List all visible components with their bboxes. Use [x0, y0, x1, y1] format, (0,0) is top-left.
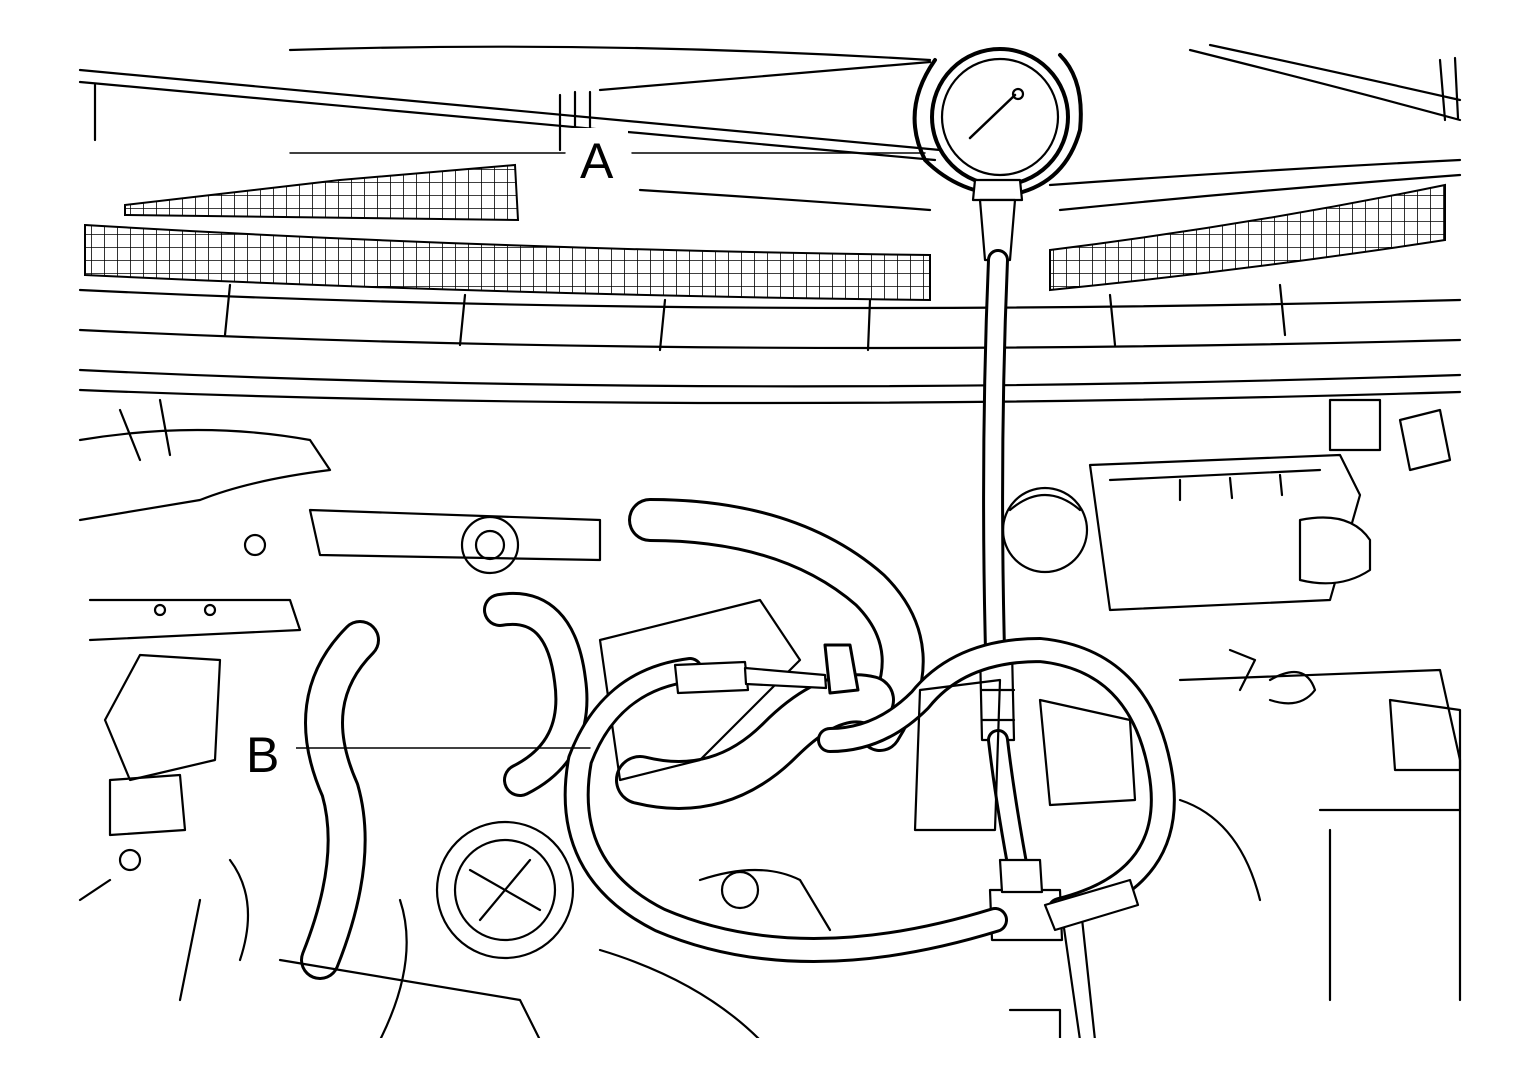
cowl-panel — [78, 43, 1462, 212]
callout-b-label: B — [246, 727, 279, 783]
engine-components — [78, 398, 1462, 1038]
cross-member — [78, 283, 1462, 405]
pressure-gauge — [563, 47, 1176, 963]
callout-a-label: A — [580, 133, 614, 189]
cowl-grille — [84, 163, 1446, 302]
